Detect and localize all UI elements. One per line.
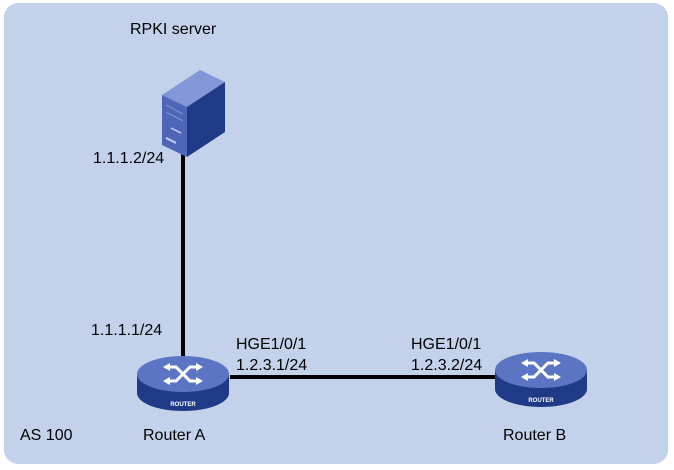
router-a-icon: ROUTER	[137, 356, 229, 411]
server-label: RPKI server	[130, 21, 217, 38]
router-b-port-label: HGE1/0/1	[411, 336, 482, 353]
router-b-icon: ROUTER	[495, 352, 587, 407]
router-a-ip-label: 1.2.3.1/24	[236, 357, 308, 374]
router-a-port-label: HGE1/0/1	[236, 336, 307, 353]
as-label: AS 100	[20, 427, 73, 444]
server-ip-label: 1.1.1.2/24	[93, 150, 165, 167]
server-icon	[162, 70, 225, 157]
router-b-ip-label: 1.2.3.2/24	[411, 357, 483, 374]
router-b-badge: ROUTER	[528, 398, 554, 404]
router-a-label: Router A	[143, 427, 206, 444]
router-a-server-ip-label: 1.1.1.1/24	[91, 322, 163, 339]
router-a-badge: ROUTER	[170, 402, 196, 408]
router-b-label: Router B	[503, 427, 567, 444]
